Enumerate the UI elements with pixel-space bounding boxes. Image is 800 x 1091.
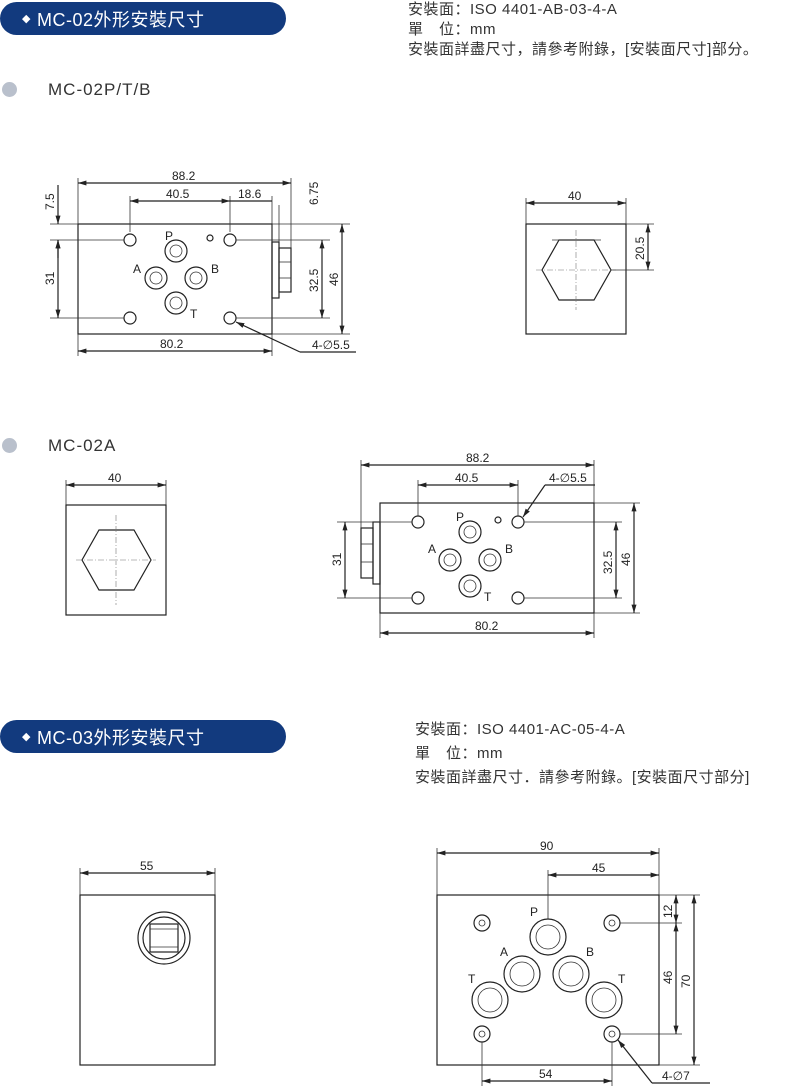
spec-unit: 單 位：mm — [408, 21, 496, 38]
port-b-label: B — [586, 945, 594, 959]
spec-surface: 安裝面：ISO 4401-AB-03-4-A — [408, 1, 618, 18]
port-a-label: A — [500, 945, 508, 959]
dim-18-6: 18.6 — [238, 187, 262, 201]
drawing-mc02ptb-side: 40 20.5 — [525, 189, 654, 335]
dim-side-40: 40 — [568, 189, 582, 203]
port-b-label: B — [505, 542, 513, 556]
diamond-icon: ◆ — [22, 13, 31, 25]
dim-80-2: 80.2 — [475, 619, 499, 633]
model-label-ptb: MC-02P/T/B — [48, 80, 152, 99]
spec-block-mc02: 安裝面：ISO 4401-AB-03-4-A 單 位：mm 安裝面詳盡尺寸，請參… — [408, 0, 758, 60]
bullet-icon — [2, 82, 17, 97]
dim-side-40: 40 — [108, 471, 122, 485]
dim-45: 45 — [592, 861, 606, 875]
dim-40-5: 40.5 — [455, 471, 479, 485]
section-title-mc02: ◆ MC-02外形安裝尺寸 — [0, 2, 286, 35]
dim-46: 46 — [619, 552, 633, 566]
dim-7-5: 7.5 — [43, 193, 57, 210]
dim-54: 54 — [539, 1067, 553, 1081]
port-p-label: P — [456, 510, 464, 524]
port-b-label: B — [211, 262, 219, 276]
port-p-label: P — [165, 229, 173, 243]
spec-note: 安裝面詳盡尺寸，請參考附錄，[安裝面尺寸]部分。 — [408, 41, 759, 58]
dim-40-5: 40.5 — [166, 187, 190, 201]
section-title-text: MC-03外形安裝尺寸 — [36, 727, 205, 748]
dim-side-55: 55 — [140, 859, 154, 873]
dim-holes: 4-∅7 — [662, 1069, 690, 1083]
drawing-mc02a-side: 40 — [65, 471, 167, 616]
dim-70: 70 — [679, 974, 693, 988]
section-title-mc03: ◆ MC-03外形安裝尺寸 — [0, 720, 286, 753]
port-a-label: A — [133, 262, 141, 276]
dim-80-2: 80.2 — [160, 337, 184, 351]
spec-unit: 單 位：mm — [415, 745, 503, 762]
drawing-mc02a-front: P A B T 88.2 40.5 4-∅5.5 31 32.5 46 — [330, 451, 640, 638]
dim-holes: 4-∅5.5 — [312, 338, 350, 352]
spec-surface: 安裝面：ISO 4401-AC-05-4-A — [415, 721, 626, 738]
port-t-label: T — [190, 307, 198, 321]
dim-12: 12 — [661, 904, 675, 918]
dim-88-2: 88.2 — [466, 451, 490, 465]
port-a-label: A — [428, 542, 436, 556]
dim-holes: 4-∅5.5 — [549, 471, 587, 485]
dim-46: 46 — [327, 272, 341, 286]
dim-90: 90 — [540, 839, 554, 853]
drawing-mc03-front: P A B T T 90 45 12 46 70 54 4-∅7 — [436, 839, 710, 1086]
dim-32-5: 32.5 — [307, 268, 321, 292]
dim-6-75: 6.75 — [307, 181, 321, 205]
dim-20-5: 20.5 — [633, 236, 647, 260]
dim-31: 31 — [330, 552, 344, 566]
drawing-mc03-side: 55 — [79, 859, 216, 1066]
spec-note: 安裝面詳盡尺寸．請參考附錄。[安裝面尺寸部分] — [415, 769, 750, 786]
model-label-a: MC-02A — [48, 436, 117, 455]
dim-46: 46 — [661, 970, 675, 984]
dim-32-5: 32.5 — [601, 550, 615, 574]
port-p-label: P — [530, 905, 538, 919]
port-t-label: T — [484, 590, 492, 604]
spec-block-mc03: 安裝面：ISO 4401-AC-05-4-A 單 位：mm 安裝面詳盡尺寸．請參… — [415, 718, 750, 790]
port-t1-label: T — [468, 972, 476, 986]
diamond-icon: ◆ — [22, 731, 31, 743]
bullet-icon — [2, 438, 17, 453]
drawing-mc02ptb-front: P A B T 88.2 40.5 18.6 6.75 7.5 31 — [43, 169, 356, 356]
dim-31: 31 — [43, 271, 57, 285]
dim-88-2: 88.2 — [172, 169, 196, 183]
port-t2-label: T — [618, 972, 626, 986]
section-title-text: MC-02外形安裝尺寸 — [36, 9, 205, 30]
